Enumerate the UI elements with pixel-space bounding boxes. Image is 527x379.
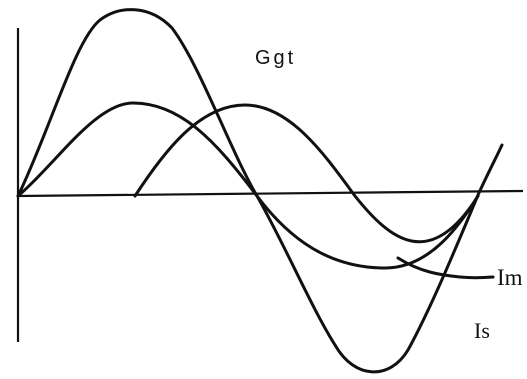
label-is: Is [474, 318, 490, 343]
horizontal-axis [17, 189, 524, 198]
im-curve [16, 101, 495, 280]
is-curve [133, 103, 480, 244]
label-im: Im [497, 265, 523, 290]
label-ggt: Ggt [255, 47, 296, 69]
ggt-curve [16, 8, 504, 374]
